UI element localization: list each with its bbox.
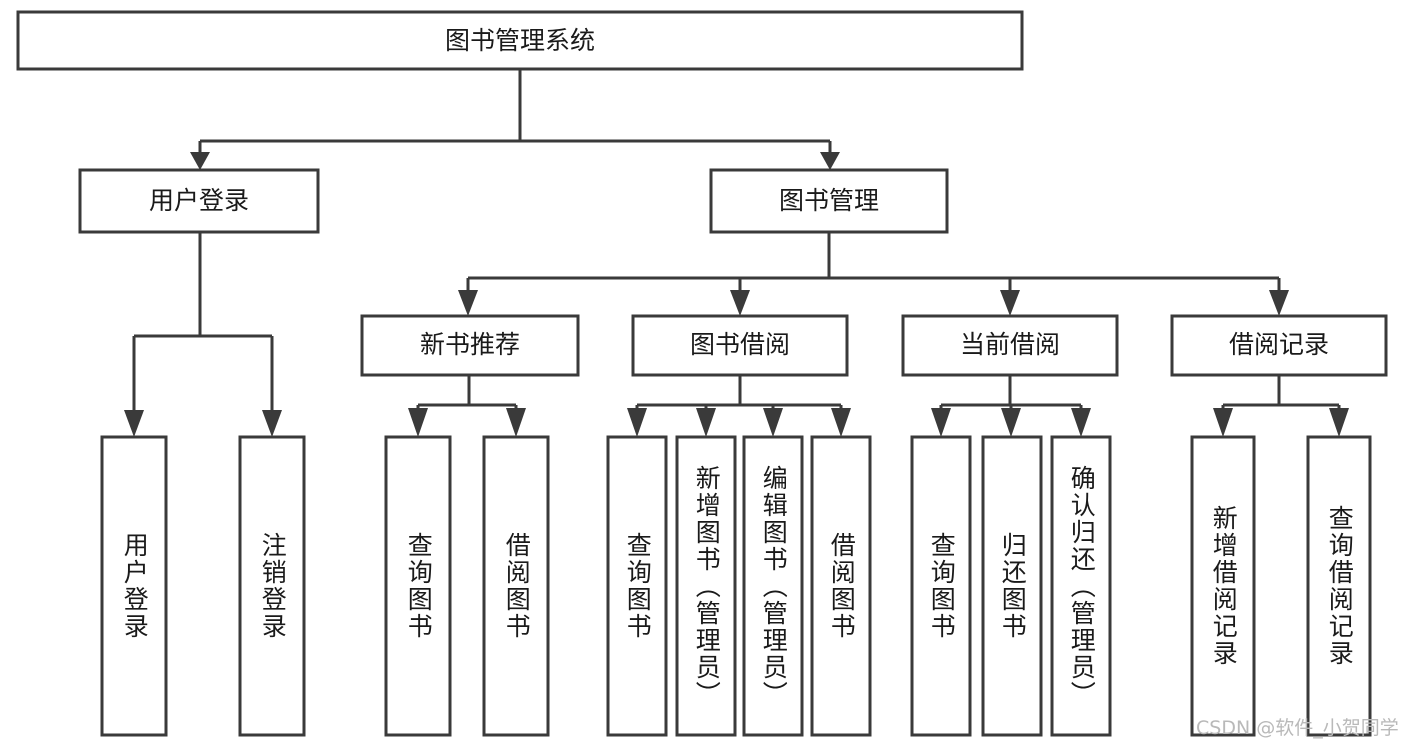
node-new-book-rec-box[interactable]	[360, 314, 580, 377]
node-borrow-record-box[interactable]	[1170, 314, 1388, 377]
leaf-user-login-box[interactable]	[100, 435, 168, 737]
node-user-login-box[interactable]	[78, 168, 320, 234]
arrow-bm-to-borrow	[730, 290, 750, 316]
leaf-borrow-add-book-box[interactable]	[675, 435, 737, 737]
arrow-bm-to-record	[1269, 290, 1289, 316]
arrow-borrow-to-leaf3	[763, 408, 783, 437]
csdn-watermark: CSDN @软件_小贺同学	[1196, 717, 1399, 739]
leaf-borrow-borrow-book-box[interactable]	[810, 435, 872, 737]
arrow-root-to-book-manage	[820, 152, 840, 170]
node-borrow-record-label: 借阅记录	[1229, 330, 1329, 359]
leaf-cur-confirm-return-box[interactable]	[1050, 435, 1112, 737]
node-root[interactable]: 图书管理系统	[16, 10, 1024, 71]
arrow-record-to-leaf1	[1213, 408, 1233, 437]
node-book-borrow[interactable]: 图书借阅	[631, 314, 849, 377]
arrow-current-to-leaf1	[931, 408, 951, 437]
leaf-rec-borrow-book-box[interactable]	[482, 435, 550, 737]
leaf-rec-add-record-box[interactable]	[1190, 435, 1256, 737]
arrow-borrow-to-leaf2	[696, 408, 716, 437]
node-current-borrow-label: 当前借阅	[960, 330, 1060, 359]
leaf-rec-query-record-box[interactable]	[1306, 435, 1372, 737]
arrow-rec-to-leaf2	[506, 408, 526, 437]
arrow-rec-to-leaf1	[408, 408, 428, 437]
arrow-current-to-leaf3	[1071, 408, 1091, 437]
arrow-borrow-to-leaf4	[831, 408, 851, 437]
leaf-rec-query-book-box[interactable]	[384, 435, 452, 737]
node-book-manage-label: 图书管理	[779, 186, 879, 215]
arrow-bm-to-rec	[458, 290, 478, 316]
leaf-cur-return-book-box[interactable]	[981, 435, 1043, 737]
arrow-root-to-user-login	[190, 152, 210, 170]
leaf-borrow-edit-book-box[interactable]	[742, 435, 804, 737]
node-current-borrow-box[interactable]	[901, 314, 1119, 377]
node-book-borrow-label: 图书借阅	[690, 330, 790, 359]
arrow-record-to-leaf2	[1329, 408, 1349, 437]
node-new-book-rec-label: 新书推荐	[420, 330, 520, 359]
arrow-bm-to-current	[1000, 290, 1020, 316]
node-current-borrow[interactable]: 当前借阅	[901, 314, 1119, 377]
node-book-borrow-box[interactable]	[631, 314, 849, 377]
node-new-book-rec[interactable]: 新书推荐	[360, 314, 580, 377]
leaf-boxes-group	[100, 435, 1372, 737]
leaf-borrow-query-book-box[interactable]	[606, 435, 668, 737]
arrow-current-to-leaf2	[1001, 408, 1021, 437]
connectors-group	[124, 69, 1349, 437]
leaf-cur-query-book-box[interactable]	[910, 435, 972, 737]
node-borrow-record[interactable]: 借阅记录	[1170, 314, 1388, 377]
node-root-label: 图书管理系统	[445, 26, 595, 55]
node-book-manage[interactable]: 图书管理	[709, 168, 949, 234]
node-root-box[interactable]	[16, 10, 1024, 71]
node-user-login-label: 用户登录	[149, 186, 249, 215]
arrow-userlogin-to-leaf1	[124, 410, 144, 437]
arrow-userlogin-to-leaf2	[262, 410, 282, 437]
node-user-login[interactable]: 用户登录	[78, 168, 320, 234]
node-book-manage-box[interactable]	[709, 168, 949, 234]
leaf-user-logout-box[interactable]	[238, 435, 306, 737]
arrow-borrow-to-leaf1	[627, 408, 647, 437]
